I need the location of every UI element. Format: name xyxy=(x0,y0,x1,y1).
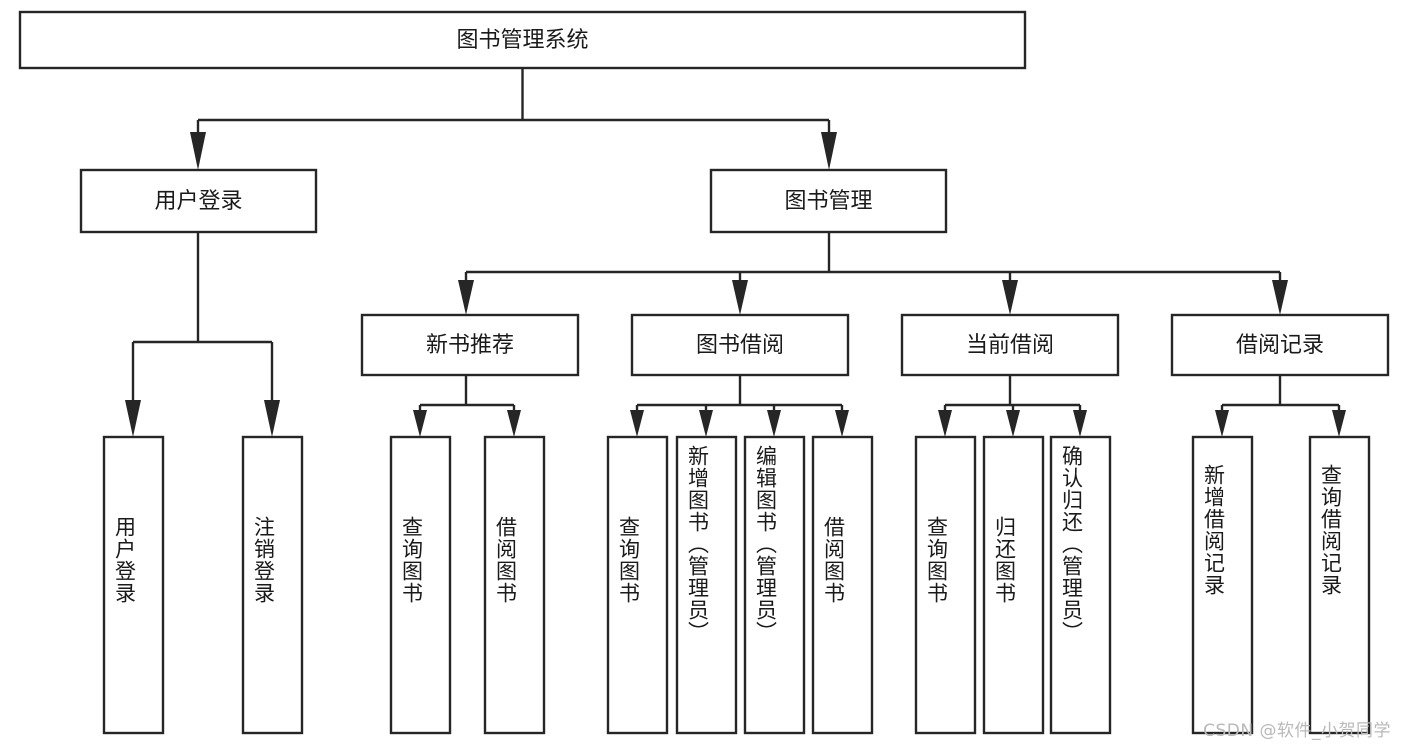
arrowhead-leaf-logout xyxy=(264,400,280,437)
node-book-borrow-box[interactable] xyxy=(630,313,850,377)
node-book-management-label: 图书管理 xyxy=(784,189,872,214)
arrowhead-user-login xyxy=(190,132,206,170)
node-root-label: 图书管理系统 xyxy=(456,28,588,53)
leaf-borrow-edit-book-box[interactable] xyxy=(743,435,806,735)
leaf-borrow-borrow-book-box[interactable] xyxy=(811,435,874,735)
arrowhead-leaf-user-login xyxy=(125,400,141,437)
node-book-borrow-label: 图书借阅 xyxy=(696,333,784,358)
arrowhead-borrow-leaf-4 xyxy=(835,410,849,437)
leaf-current-query-book-box[interactable] xyxy=(914,435,977,735)
node-new-book-recommend-label: 新书推荐 xyxy=(426,333,514,358)
arrowhead-new-book-recommend xyxy=(458,280,474,315)
node-user-login-box[interactable] xyxy=(79,168,318,234)
leaf-logout-box[interactable] xyxy=(241,435,304,735)
arrowhead-current-borrow xyxy=(1002,280,1018,315)
leaf-borrow-query-book-box[interactable] xyxy=(606,435,669,735)
node-current-borrow-label: 当前借阅 xyxy=(966,333,1054,358)
node-current-borrow-box[interactable] xyxy=(900,313,1120,377)
arrowhead-current-leaf-2 xyxy=(1006,410,1020,437)
leaf-current-confirm-return-box[interactable] xyxy=(1049,435,1112,735)
arrowhead-book-borrow xyxy=(732,280,748,315)
arrowhead-borrow-record xyxy=(1272,280,1288,315)
arrowhead-current-leaf-1 xyxy=(938,410,952,437)
node-root-box[interactable] xyxy=(18,10,1027,70)
leaf-recommend-query-book-box[interactable] xyxy=(389,435,452,735)
arrowhead-current-leaf-3 xyxy=(1073,410,1087,437)
arrowhead-borrow-leaf-1 xyxy=(630,410,644,437)
csdn-watermark: CSDN @软件_小贺同学 xyxy=(1203,721,1391,741)
arrowhead-borrow-leaf-2 xyxy=(699,410,713,437)
arrowhead-recommend-leaf-2 xyxy=(507,410,521,437)
leaf-user-login-box[interactable] xyxy=(102,435,165,735)
node-user-login-label: 用户登录 xyxy=(154,189,242,214)
leaf-record-add-box[interactable] xyxy=(1191,435,1254,735)
node-borrow-record-label: 借阅记录 xyxy=(1236,333,1324,358)
node-new-book-recommend-box[interactable] xyxy=(360,313,580,377)
leaf-record-query-box[interactable] xyxy=(1308,435,1371,735)
node-book-management-box[interactable] xyxy=(709,168,948,234)
arrowhead-record-leaf-2 xyxy=(1332,410,1346,437)
arrowhead-record-leaf-1 xyxy=(1215,410,1229,437)
node-layer: 图书管理系统 用户登录 图书管理 新书推荐 图书借阅 当前借阅 借阅记录 xyxy=(18,10,1390,735)
leaf-recommend-borrow-book-box[interactable] xyxy=(483,435,546,735)
arrowhead-recommend-leaf-1 xyxy=(413,410,427,437)
leaf-current-return-book-box[interactable] xyxy=(982,435,1045,735)
connector-layer xyxy=(125,68,1346,437)
arrowhead-borrow-leaf-3 xyxy=(767,410,781,437)
arrowhead-book-mgmt xyxy=(821,132,837,170)
leaf-borrow-add-book-box[interactable] xyxy=(675,435,738,735)
node-borrow-record-box[interactable] xyxy=(1170,313,1390,377)
